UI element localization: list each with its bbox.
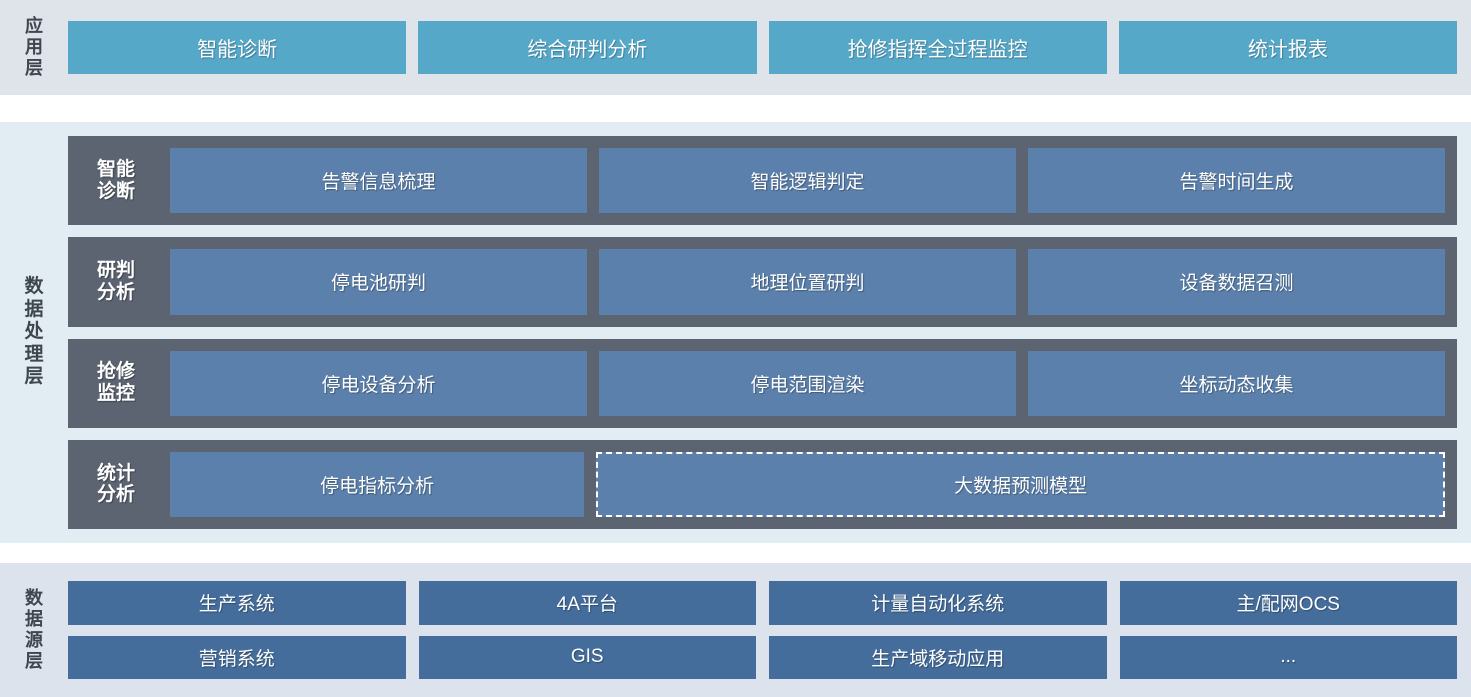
app-box-comprehensive-analysis[interactable]: 综合研判分析 xyxy=(418,21,757,74)
data-process-layer-label-text: 数据处理层 xyxy=(24,276,45,388)
process-row-judgment-analysis: 研判 分析 停电池研判 地理位置研判 设备数据召测 xyxy=(68,237,1457,327)
data-source-layer-rows: 生产系统 4A平台 计量自动化系统 主/配网OCS 营销系统 GIS 生产域移动… xyxy=(68,563,1471,697)
process-row-label-line2: 分析 xyxy=(96,484,135,506)
process-row-label-line2: 分析 xyxy=(96,281,135,303)
data-process-layer-label: 数据处理层 xyxy=(0,122,68,543)
process-cell-outage-scope-rendering[interactable]: 停电范围渲染 xyxy=(599,350,1016,416)
process-cell-outage-index-analysis[interactable]: 停电指标分析 xyxy=(170,451,585,517)
process-row-cells: 停电池研判 地理位置研判 设备数据召测 xyxy=(164,237,1457,326)
application-layer-boxes: 智能诊断 综合研判分析 抢修指挥全过程监控 统计报表 xyxy=(68,0,1471,95)
process-cell-bigdata-prediction-model[interactable]: 大数据预测模型 xyxy=(596,451,1445,517)
source-box-production-mobile-app[interactable]: 生产域移动应用 xyxy=(769,635,1107,679)
process-row-statistical-analysis: 统计 分析 停电指标分析 大数据预测模型 xyxy=(68,439,1457,529)
process-row-repair-monitoring: 抢修 监控 停电设备分析 停电范围渲染 坐标动态收集 xyxy=(68,338,1457,428)
data-source-layer-label: 数据源层 xyxy=(0,563,68,697)
app-box-repair-command-monitoring[interactable]: 抢修指挥全过程监控 xyxy=(768,21,1107,74)
data-process-layer-rows: 智能 诊断 告警信息梳理 智能逻辑判定 告警时间生成 研判 分析 停电池研判 地… xyxy=(68,122,1471,543)
process-cell-alarm-time-generation[interactable]: 告警时间生成 xyxy=(1028,148,1445,214)
source-box-metering-automation-system[interactable]: 计量自动化系统 xyxy=(769,581,1107,625)
band-gap-upper xyxy=(0,95,1471,122)
source-row-second: 营销系统 GIS 生产域移动应用 ... xyxy=(68,635,1457,679)
process-row-label-line2: 监控 xyxy=(96,383,135,405)
process-row-label-line1: 统计 xyxy=(96,462,135,484)
process-row-label-repair-monitoring: 抢修 监控 xyxy=(68,339,164,428)
source-row-first: 生产系统 4A平台 计量自动化系统 主/配网OCS xyxy=(68,581,1457,625)
process-cell-alarm-info-sorting[interactable]: 告警信息梳理 xyxy=(170,148,587,214)
source-box-gis[interactable]: GIS xyxy=(418,635,756,679)
application-layer-label: 应用层 xyxy=(0,0,68,95)
application-layer-label-text: 应用层 xyxy=(25,15,44,79)
source-box-more[interactable]: ... xyxy=(1119,635,1457,679)
process-row-label-line2: 诊断 xyxy=(96,180,135,202)
data-source-layer: 数据源层 生产系统 4A平台 计量自动化系统 主/配网OCS 营销系统 GIS … xyxy=(0,563,1471,697)
process-row-label-judgment-analysis: 研判 分析 xyxy=(68,237,164,326)
source-box-main-distribution-ocs[interactable]: 主/配网OCS xyxy=(1119,581,1457,625)
process-row-cells: 停电设备分析 停电范围渲染 坐标动态收集 xyxy=(164,339,1457,428)
process-row-label-line1: 智能 xyxy=(96,158,135,180)
data-process-layer: 数据处理层 智能 诊断 告警信息梳理 智能逻辑判定 告警时间生成 研判 分析 xyxy=(0,122,1471,543)
process-cell-geographic-location-judgment[interactable]: 地理位置研判 xyxy=(599,249,1016,315)
app-box-intelligent-diagnosis[interactable]: 智能诊断 xyxy=(68,21,407,74)
source-box-production-system[interactable]: 生产系统 xyxy=(68,581,406,625)
process-row-label-line1: 研判 xyxy=(96,260,135,282)
process-row-cells: 告警信息梳理 智能逻辑判定 告警时间生成 xyxy=(164,136,1457,225)
app-box-statistical-report[interactable]: 统计报表 xyxy=(1118,21,1457,74)
source-box-4a-platform[interactable]: 4A平台 xyxy=(418,581,756,625)
process-row-intelligent-diagnosis: 智能 诊断 告警信息梳理 智能逻辑判定 告警时间生成 xyxy=(68,136,1457,226)
data-source-layer-label-text: 数据源层 xyxy=(25,587,44,672)
process-cell-intelligent-logic-judgment[interactable]: 智能逻辑判定 xyxy=(599,148,1016,214)
process-row-label-intelligent-diagnosis: 智能 诊断 xyxy=(68,136,164,225)
process-cell-device-data-polling[interactable]: 设备数据召测 xyxy=(1028,249,1445,315)
application-layer: 应用层 智能诊断 综合研判分析 抢修指挥全过程监控 统计报表 xyxy=(0,0,1471,95)
process-cell-outage-device-analysis[interactable]: 停电设备分析 xyxy=(170,350,587,416)
source-box-marketing-system[interactable]: 营销系统 xyxy=(68,635,406,679)
process-cell-coordinate-dynamic-collection[interactable]: 坐标动态收集 xyxy=(1028,350,1445,416)
process-row-label-statistical-analysis: 统计 分析 xyxy=(68,440,164,529)
band-gap-lower xyxy=(0,543,1471,563)
process-row-label-line1: 抢修 xyxy=(96,361,135,383)
process-row-cells: 停电指标分析 大数据预测模型 xyxy=(164,440,1457,529)
process-cell-outage-pool-judgment[interactable]: 停电池研判 xyxy=(170,249,587,315)
